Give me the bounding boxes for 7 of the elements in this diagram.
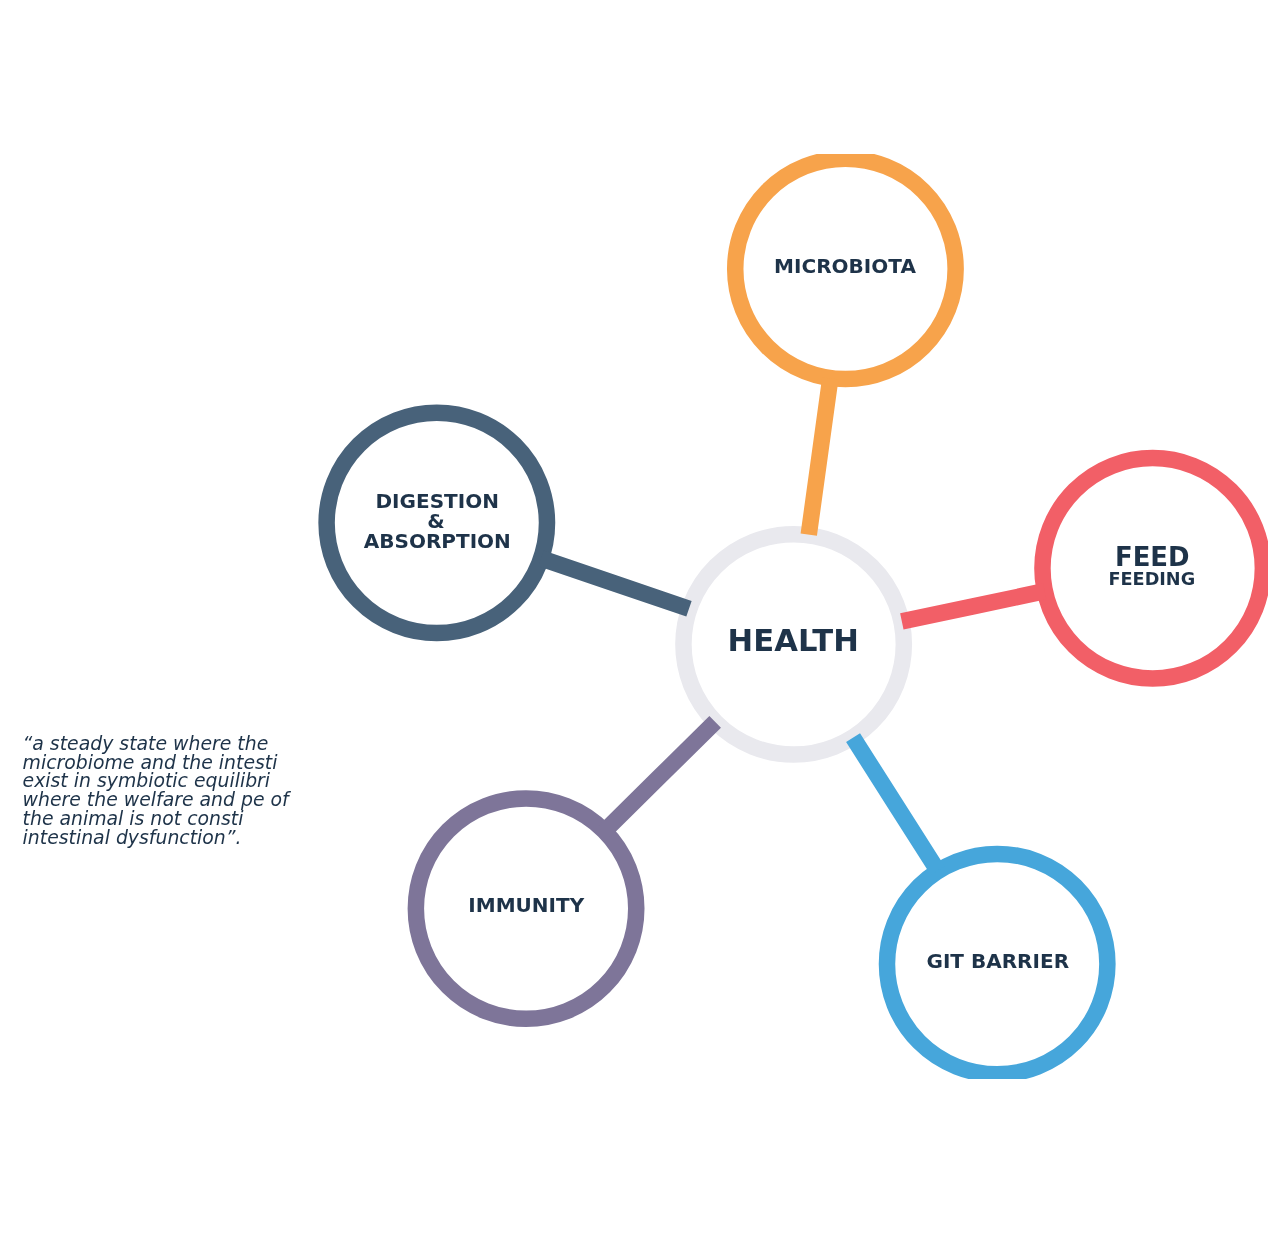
node-circle: DIGESTION & ABSORPTION — [318, 404, 556, 642]
label: “a steady state where the microbiome and the intesti exist in symbiotic equilibri where the welfare and pe of the animal is not consti intestinal dysfunction”. — [22, 732, 289, 848]
node-circle: IMMUNITY — [407, 790, 645, 1028]
node-circle: GIT BARRIER — [878, 845, 1116, 1079]
node-circle: FEED FEEDING — [1034, 449, 1268, 687]
node-circle: HEALTH — [675, 525, 913, 763]
node-circle: MICROBIOTA — [726, 154, 964, 388]
